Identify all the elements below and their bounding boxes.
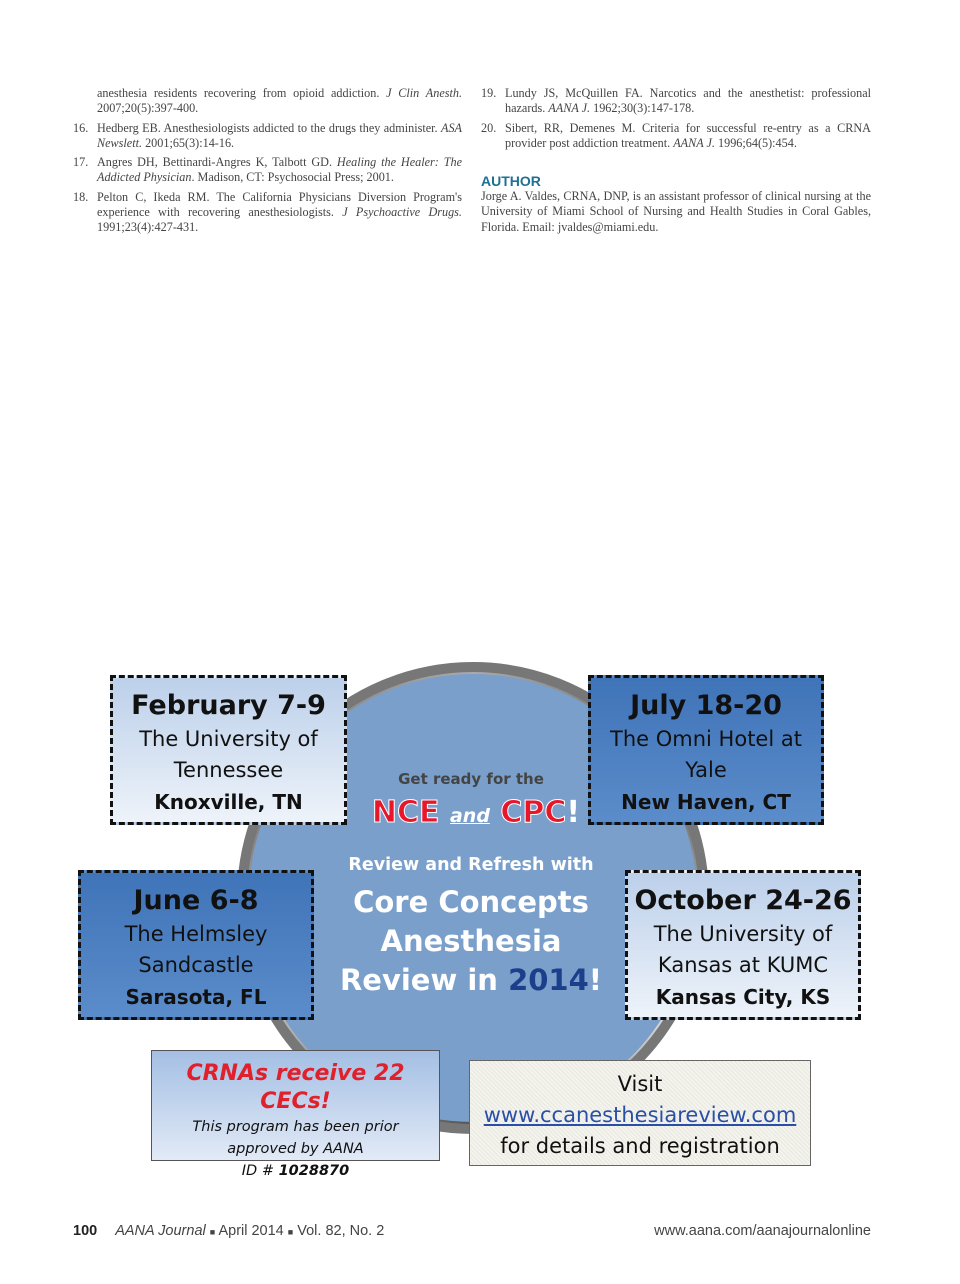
event-box-june: June 6-8 The Helmsley Sandcastle Sarasot… [78,870,314,1020]
reference-15-continued: anesthesia residents recovering from opi… [97,86,463,116]
ad-title: Core Concepts Anesthesia Review in 2014! [339,885,603,997]
reference-17: 17.Angres DH, Bettinardi-Angres K, Talbo… [73,155,462,185]
event-box-july: July 18-20 The Omni Hotel at Yale New Ha… [588,675,824,825]
event-box-february: February 7-9 The University of Tennessee… [110,675,347,825]
reference-18: 18.Pelton C, Ikeda RM. The California Ph… [73,189,462,235]
get-ready-text: Get ready for the [398,770,544,788]
website-link[interactable]: www.ccanesthesiareview.com [483,1103,797,1127]
references-right-column: 19.Lundy JS, McQuillen FA. Narcotics and… [481,86,871,235]
author-bio: Jorge A. Valdes, CRNA, DNP, is an assist… [481,189,871,234]
reference-16: 16.Hedberg EB. Anesthesiologists addicte… [73,120,462,150]
review-refresh-text: Review and Refresh with [348,855,594,875]
footer-website: www.aana.com/aanajournalonline [654,1223,871,1239]
nce-cpc-text: NCE and CPC! [371,795,581,831]
reference-19: 19.Lundy JS, McQuillen FA. Narcotics and… [481,86,871,116]
reference-20: 20.Sibert, RR, Demenes M. Criteria for s… [481,120,871,150]
visit-box: Visit www.ccanesthesiareview.com for det… [469,1060,811,1166]
page-number: 100 [73,1223,98,1239]
event-box-october: October 24-26 The University of Kansas a… [625,870,861,1020]
cec-info-box: CRNAs receive 22 CECs! This program has … [151,1050,440,1179]
author-heading: AUTHOR [481,173,541,190]
references-left-column: anesthesia residents recovering from opi… [73,86,462,240]
